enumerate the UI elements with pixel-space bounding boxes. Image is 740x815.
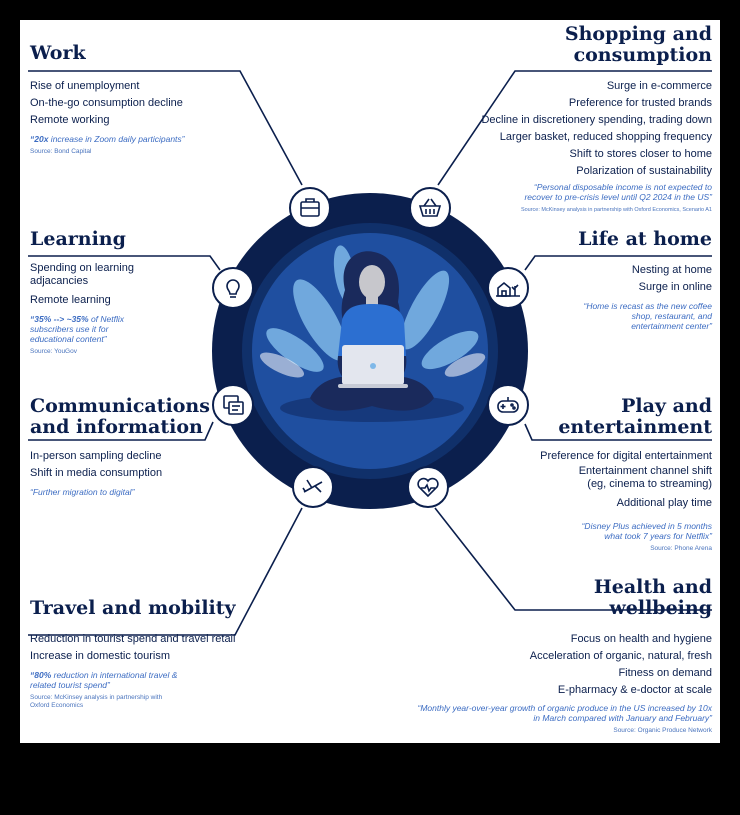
list-item: Fitness on demand	[618, 667, 712, 679]
section-travel: Travel and mobility Reduction in tourist…	[30, 598, 270, 710]
list-item: Acceleration of organic, natural, fresh	[529, 650, 712, 662]
play-quote: “Disney Plus achieved in 5 months what t…	[581, 521, 712, 541]
connector-lines	[28, 70, 712, 636]
list-item: Polarization of sustainability	[576, 165, 712, 177]
section-communications: Communications and information In-person…	[30, 395, 210, 498]
list-item: Entertainment channel shift	[578, 465, 712, 477]
list-item: In-person sampling decline	[30, 450, 162, 462]
life-at-home-quote: “Home is recast as the new coffee shop, …	[583, 301, 712, 331]
communications-quote: “Further migration to digital”	[30, 487, 135, 497]
list-item: Larger basket, reduced shopping frequenc…	[499, 131, 712, 143]
list-item: Shift in media consumption	[30, 467, 163, 479]
airplane-icon	[292, 466, 334, 508]
list-item: On-the-go consumption decline	[30, 97, 183, 109]
person-figure	[310, 251, 434, 411]
work-quote: “20x increase in Zoom daily participants…	[30, 134, 185, 144]
section-health: Health and wellbeing Focus on health and…	[412, 577, 712, 735]
section-play: Play and entertainment Preference for di…	[512, 396, 712, 553]
learning-quote: “35% --> ~35% of Netflix subscribers use…	[30, 314, 125, 344]
list-item: Remote working	[30, 114, 110, 126]
section-shopping: Shopping and consumption Surge in e-comm…	[452, 24, 712, 214]
list-item: (eg, cinema to streaming)	[587, 478, 712, 490]
travel-quote: “80% reduction in international travel &…	[30, 670, 178, 690]
leaves	[266, 245, 479, 372]
list-item: Nesting at home	[631, 264, 712, 276]
list-item: Surge in e-commerce	[606, 80, 712, 92]
shopping-source: Source: McKinsey analysis in partnership…	[520, 207, 712, 213]
shopping-quote: “Personal disposable income is not expec…	[524, 182, 712, 202]
list-item: Reduction in tourist spend and travel re…	[30, 633, 236, 645]
home-plant-icon	[487, 267, 529, 309]
list-item: Shift to stores closer to home	[569, 148, 712, 160]
health-title-line2: wellbeing	[609, 597, 712, 619]
list-item: Remote learning	[30, 294, 111, 306]
section-learning: Learning Spending on learning adjacancie…	[30, 229, 205, 356]
health-title-line1: Health and	[593, 576, 712, 598]
basket-icon	[409, 187, 451, 229]
section-work: Work Rise of unemployment On-the-go cons…	[30, 43, 260, 156]
list-item: Focus on health and hygiene	[570, 633, 712, 645]
list-item: Decline in discretionery spending, tradi…	[481, 114, 712, 126]
play-title-line2: entertainment	[558, 416, 712, 438]
shopping-title-line1: Shopping and	[564, 23, 712, 45]
list-item: Increase in domestic tourism	[30, 650, 170, 662]
center-artwork	[28, 70, 712, 636]
chat-document-icon	[212, 384, 254, 426]
play-source: Source: Phone Arena	[650, 545, 712, 552]
communications-title-line2: and information	[30, 416, 203, 438]
play-title-line1: Play and	[621, 395, 712, 417]
travel-source: Source: McKinsey analysis in partnership…	[30, 694, 163, 709]
learning-title: Learning	[30, 228, 126, 250]
lightbulb-icon	[212, 267, 254, 309]
learning-source: Source: YouGov	[30, 348, 77, 355]
shopping-title-line2: consumption	[573, 44, 712, 66]
communications-title-line1: Communications	[30, 395, 210, 417]
life-at-home-title: Life at home	[578, 228, 712, 250]
health-source: Source: Organic Produce Network	[613, 727, 712, 734]
health-quote: “Monthly year-over-year growth of organi…	[417, 703, 712, 723]
list-item: Spending on learning	[30, 262, 134, 274]
list-item: Additional play time	[616, 497, 712, 509]
work-source: Source: Bond Capital	[30, 148, 92, 155]
list-item: adjacancies	[30, 275, 89, 287]
section-life-at-home: Life at home Nesting at home Surge in on…	[542, 228, 712, 332]
heart-pulse-icon	[407, 466, 449, 508]
list-item: E-pharmacy & e-doctor at scale	[557, 684, 712, 696]
list-item: Preference for digital entertainment	[540, 450, 712, 462]
list-item: Rise of unemployment	[30, 80, 140, 92]
travel-title: Travel and mobility	[30, 597, 236, 619]
list-item: Surge in online	[638, 281, 712, 293]
gamepad-icon	[487, 384, 529, 426]
list-item: Preference for trusted brands	[568, 97, 712, 109]
work-title: Work	[30, 42, 86, 64]
infographic-panel: Work Rise of unemployment On-the-go cons…	[20, 20, 720, 743]
briefcase-icon	[289, 187, 331, 229]
